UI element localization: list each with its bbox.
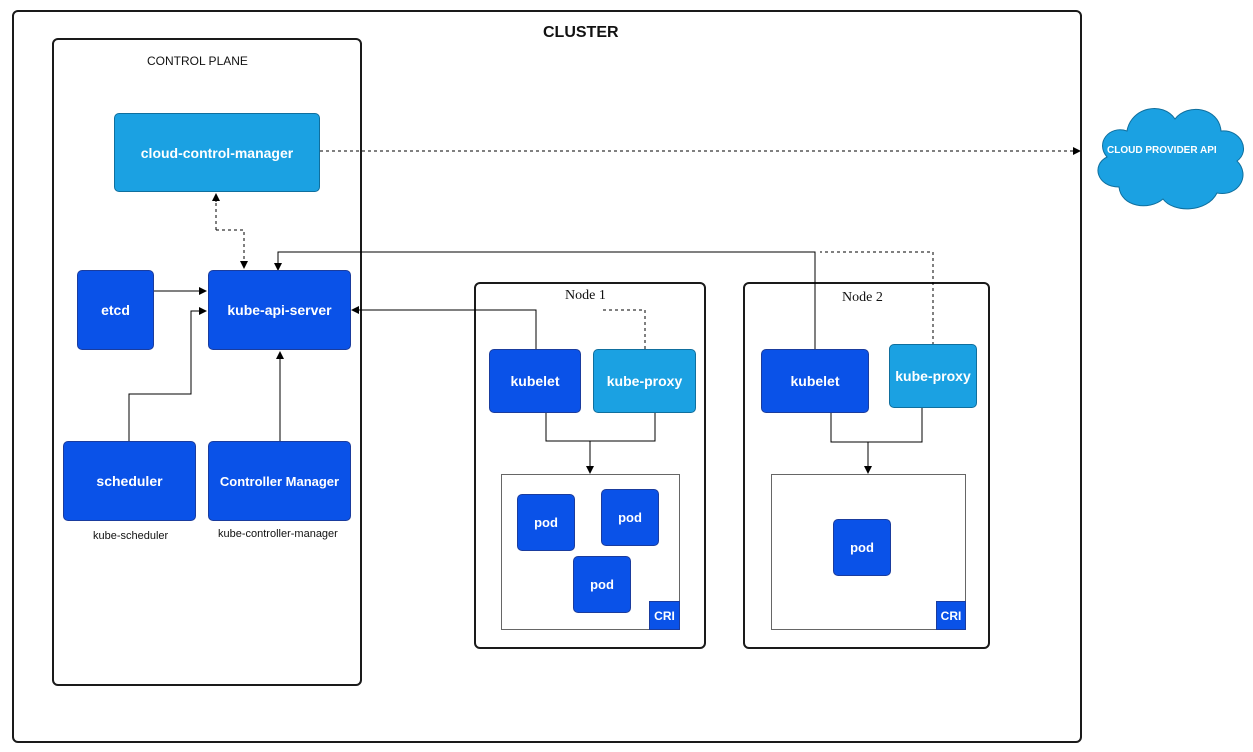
node-2-pod-1-label: pod	[850, 540, 874, 555]
cloud-provider-icon	[1097, 108, 1244, 210]
kube-api-server-label: kube-api-server	[227, 302, 332, 318]
cloud-provider-label: CLOUD PROVIDER API	[1107, 145, 1217, 156]
node-2-cri-tag: CRI	[936, 601, 966, 630]
cloud-control-manager-box: cloud-control-manager	[114, 113, 320, 192]
node-1-pod-1: pod	[517, 494, 575, 551]
node1-proxy-to-api-connector	[600, 309, 646, 349]
etcd-label: etcd	[101, 302, 130, 318]
node-1-kube-proxy-label: kube-proxy	[606, 373, 683, 389]
node2-proxy-to-api-connector	[820, 251, 934, 345]
node-1-pod-3-label: pod	[590, 577, 614, 592]
ccm-api-connector	[215, 194, 244, 268]
control-plane-title: CONTROL PLANE	[147, 54, 248, 68]
cluster-title: CLUSTER	[543, 24, 619, 41]
node-1-kubelet-box: kubelet	[489, 349, 581, 413]
node-1-kube-proxy-box: kube-proxy	[593, 349, 696, 413]
node1-to-pods-connector	[545, 412, 656, 473]
node-1-kubelet-label: kubelet	[510, 373, 560, 389]
scheduler-sublabel: kube-scheduler	[93, 530, 169, 542]
node-2-kube-proxy-box: kube-proxy	[889, 344, 977, 408]
scheduler-label: scheduler	[96, 473, 163, 489]
node2-kubelet-to-api-connector	[274, 251, 816, 349]
node-2-pod-1: pod	[833, 519, 891, 576]
cloud-control-manager-label: cloud-control-manager	[140, 144, 294, 161]
node-1-pod-2: pod	[601, 489, 659, 546]
scheduler-to-api-connector	[128, 307, 207, 441]
controller-manager-label: Controller Manager	[219, 473, 340, 489]
controller-manager-sublabel: kube-controller-manager	[218, 528, 338, 540]
node-1-pod-1-label: pod	[534, 515, 558, 530]
node-2-kubelet-label: kubelet	[790, 373, 840, 389]
etcd-box: etcd	[77, 270, 154, 350]
controller-manager-box: Controller Manager	[208, 441, 351, 521]
kube-api-server-box: kube-api-server	[208, 270, 351, 350]
node2-to-pods-connector	[830, 408, 923, 473]
node-2-kubelet-box: kubelet	[761, 349, 869, 413]
scheduler-box: scheduler	[63, 441, 196, 521]
node-1-pod-3: pod	[573, 556, 631, 613]
node1-kubelet-to-api-connector	[351, 306, 537, 349]
node-1-title: Node 1	[565, 288, 606, 303]
node-1-cri-tag: CRI	[649, 601, 680, 630]
node-2-kube-proxy-label: kube-proxy	[895, 368, 971, 384]
node-2-title: Node 2	[842, 290, 883, 305]
node-1-pod-2-label: pod	[618, 510, 642, 525]
